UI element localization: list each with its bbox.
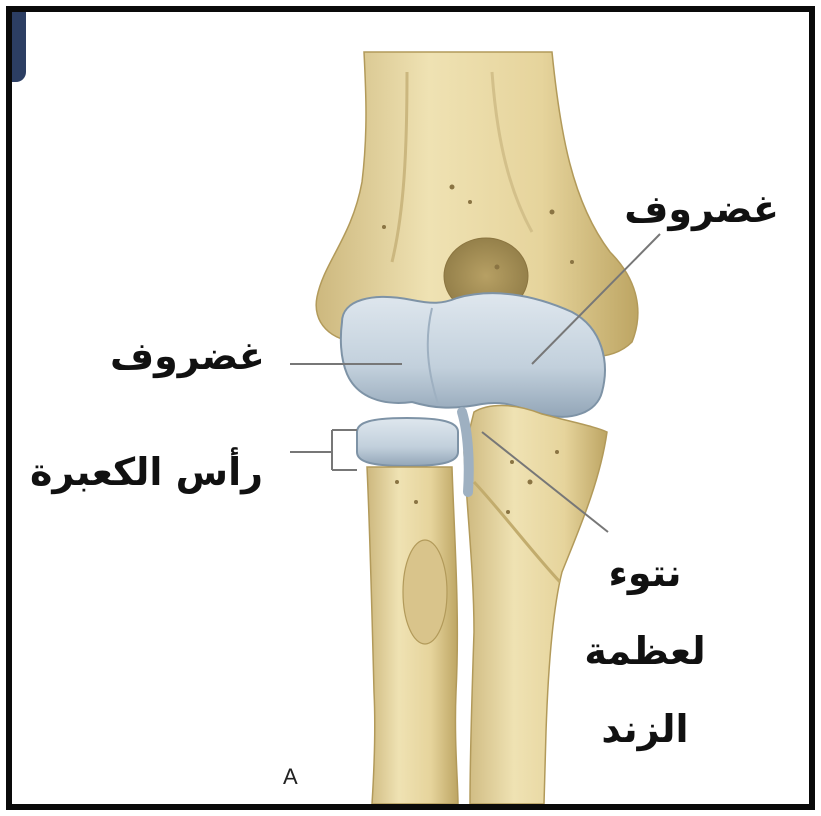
- label-ulna-process: نتوء لعظمة الزند: [575, 534, 715, 768]
- figure-letter: A: [283, 764, 298, 790]
- label-cartilage-right: غضروف: [624, 187, 779, 231]
- label-cartilage-left: غضروف: [110, 334, 265, 378]
- leader-radial-head: [290, 430, 357, 470]
- label-radial-head: رأس الكعبرة: [30, 450, 263, 494]
- figure-frame: غضروف غضروف رأس الكعبرة نتوء لعظمة الزند…: [6, 6, 815, 810]
- label-ulna-process-line1: نتوء: [575, 534, 715, 612]
- label-ulna-process-line3: الزند: [575, 690, 715, 768]
- radial-head: [357, 418, 458, 466]
- cartilage-humeral: [341, 293, 605, 417]
- label-ulna-process-line2: لعظمة: [575, 612, 715, 690]
